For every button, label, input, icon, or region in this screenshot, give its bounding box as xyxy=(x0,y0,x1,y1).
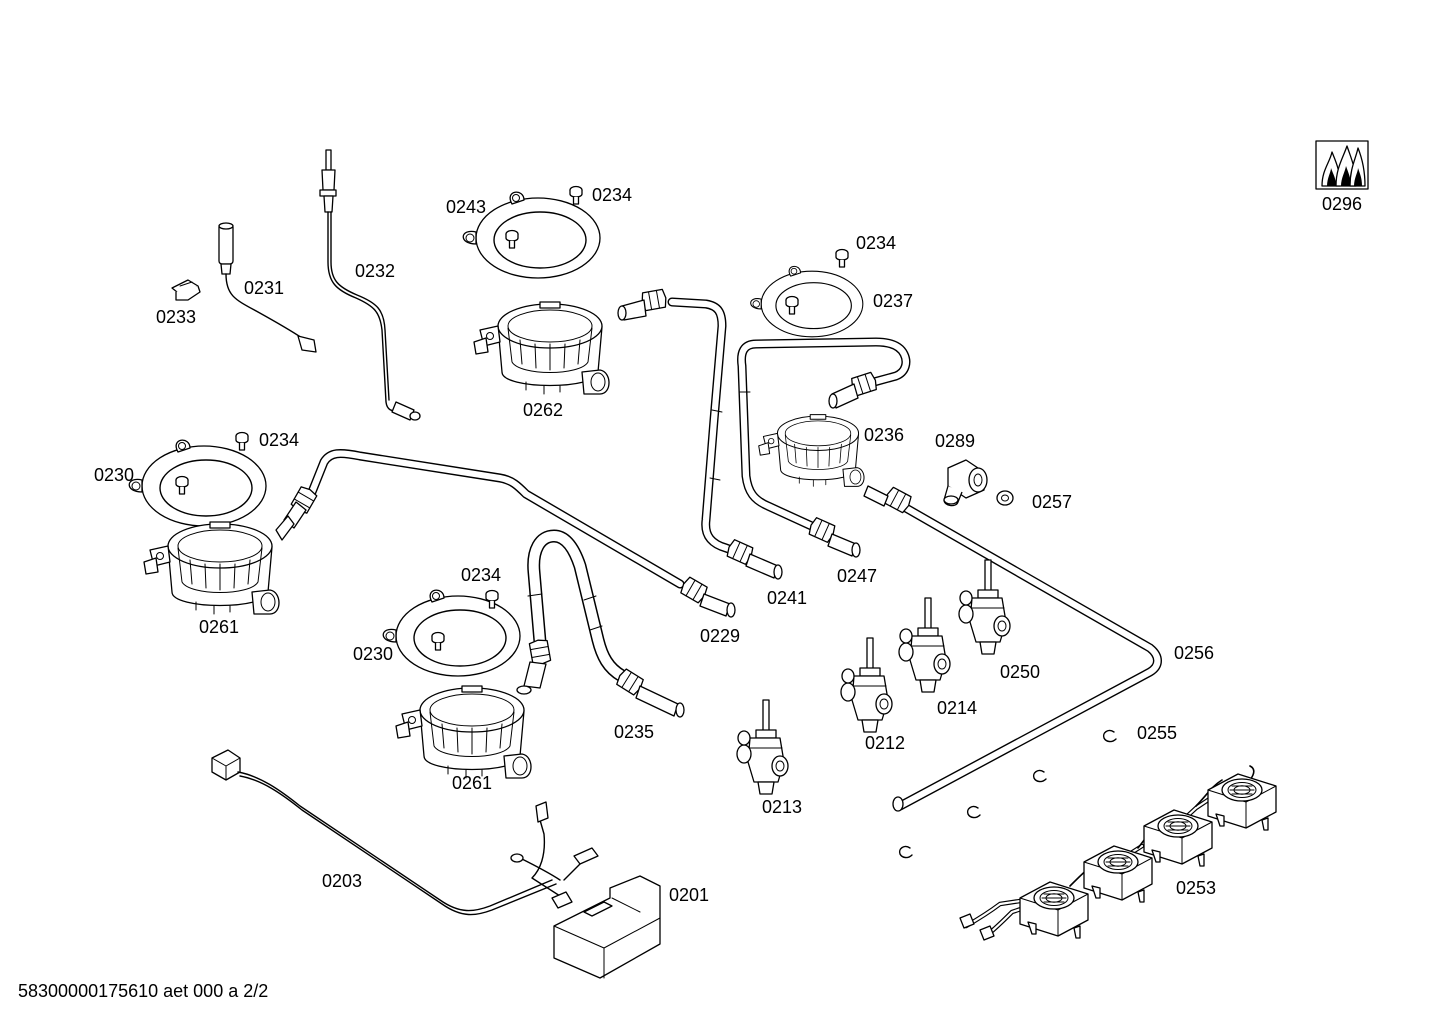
screw-top xyxy=(569,185,583,205)
part-label: 0201 xyxy=(669,885,709,905)
part-label: 0241 xyxy=(767,588,807,608)
gas-pipe-0229 xyxy=(275,449,736,618)
burner-cup-left xyxy=(143,521,280,615)
clip-1 xyxy=(1102,729,1117,743)
part-label: 0243 xyxy=(446,197,486,217)
gasket-left xyxy=(128,439,267,527)
part-label: 0296 xyxy=(1322,194,1362,214)
part-label: 0255 xyxy=(1137,723,1177,743)
clip-2 xyxy=(1032,769,1047,783)
screw-left xyxy=(235,431,249,451)
part-label: 0236 xyxy=(864,425,904,445)
thermocouple-part xyxy=(319,149,421,421)
part-label: 0212 xyxy=(865,733,905,753)
part-label: 0234 xyxy=(592,185,632,205)
burner-cup-middle xyxy=(395,685,532,779)
gas-hose-0235 xyxy=(516,529,685,718)
part-label: 0289 xyxy=(935,431,975,451)
part-label: 0262 xyxy=(523,400,563,420)
part-label: 0256 xyxy=(1174,643,1214,663)
valve-0214 xyxy=(898,597,951,693)
gas-pipe-0241 xyxy=(617,288,783,580)
part-label: 0234 xyxy=(461,565,501,585)
part-label: 0253 xyxy=(1176,878,1216,898)
main-gas-pipe-0256 xyxy=(863,485,1162,812)
flame-symbol-icon xyxy=(1315,140,1369,190)
gasket-right xyxy=(750,265,864,338)
part-label: 0261 xyxy=(452,773,492,793)
ignition-module-0201 xyxy=(553,875,661,979)
electrode-clip-part xyxy=(171,279,201,301)
part-label: 0235 xyxy=(614,722,654,742)
part-label: 0229 xyxy=(700,626,740,646)
part-label: 0234 xyxy=(259,430,299,450)
part-label: 0261 xyxy=(199,617,239,637)
part-label: 0203 xyxy=(322,871,362,891)
part-label: 0234 xyxy=(856,233,896,253)
screw-right xyxy=(835,248,849,268)
burner-cup-top xyxy=(473,301,610,395)
valve-0212 xyxy=(840,637,893,733)
part-label: 0233 xyxy=(156,307,196,327)
gasket-middle xyxy=(382,589,521,677)
document-footer: 58300000175610 aet 000 a 2/2 xyxy=(18,981,269,1001)
part-label: 0230 xyxy=(94,465,134,485)
part-label: 0230 xyxy=(353,644,393,664)
part-label: 0247 xyxy=(837,566,877,586)
part-label: 0231 xyxy=(244,278,284,298)
seal-ring-0257 xyxy=(996,490,1014,506)
clip-4 xyxy=(898,845,913,859)
valve-0213 xyxy=(736,699,789,795)
part-labels: 0296 0243 0234 0232 0231 0233 0262 0234 … xyxy=(94,185,1362,905)
gas-pipe-0247 xyxy=(737,337,911,558)
part-label: 0232 xyxy=(355,261,395,281)
valve-0250 xyxy=(958,559,1011,655)
part-label: 0250 xyxy=(1000,662,1040,682)
wiring-harness-0203 xyxy=(211,749,599,916)
ignition-electrode-part xyxy=(218,222,317,353)
clip-3 xyxy=(966,805,981,819)
part-label: 0257 xyxy=(1032,492,1072,512)
part-label: 0237 xyxy=(873,291,913,311)
elbow-fitting-0289 xyxy=(943,459,988,507)
switch-harness-0253 xyxy=(959,765,1277,941)
part-label: 0214 xyxy=(937,698,977,718)
burner-cup-right xyxy=(758,414,865,487)
part-label: 0213 xyxy=(762,797,802,817)
